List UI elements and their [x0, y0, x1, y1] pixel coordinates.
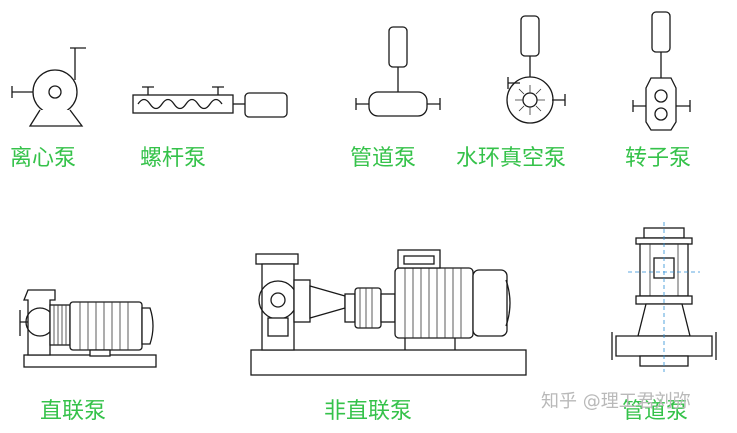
non-direct-coupled-pump-label: 非直联泵 — [324, 399, 413, 424]
screw-pump-label: 螺杆泵 — [140, 146, 207, 171]
rotor-pump-icon — [632, 11, 691, 131]
water-ring-vacuum-pump-label: 水环真空泵 — [456, 146, 567, 171]
direct-coupled-pump-label: 直联泵 — [40, 399, 107, 424]
pipeline-pump-icon — [355, 26, 441, 117]
pipeline-pump-label: 管道泵 — [350, 146, 417, 171]
centrifugal-pump-label: 离心泵 — [10, 146, 77, 171]
centrifugal-pump-icon — [11, 47, 86, 127]
direct-coupled-pump-icon — [19, 289, 157, 368]
rotor-pump-label: 转子泵 — [625, 146, 692, 171]
non-direct-coupled-pump-icon — [250, 249, 527, 376]
vertical-pipeline-pump-icon — [611, 222, 717, 372]
water-ring-vacuum-pump-icon — [506, 15, 566, 124]
screw-pump-icon — [132, 86, 288, 118]
vertical-pipeline-pump-label: 管道泵 — [622, 399, 689, 424]
watermark: 知乎 @理工君刘弥 — [541, 391, 691, 412]
